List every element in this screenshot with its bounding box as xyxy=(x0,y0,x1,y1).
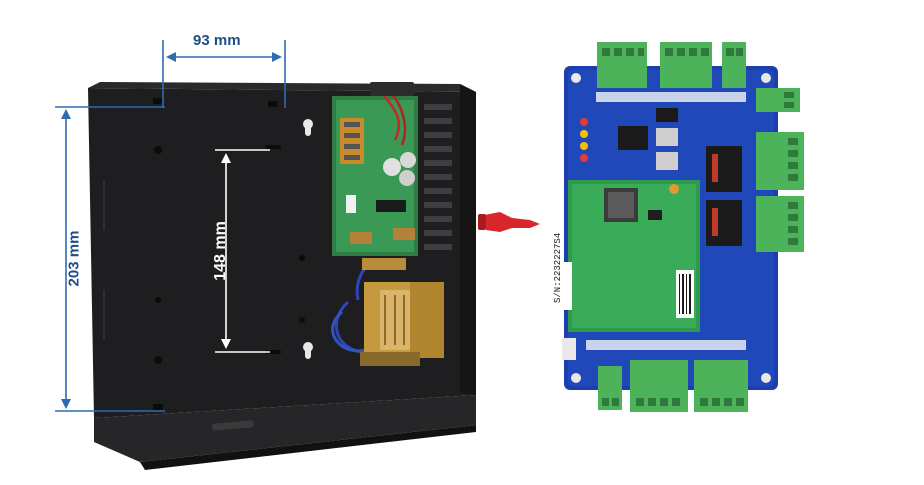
terminal-blocks-right xyxy=(756,88,804,252)
height-dimension-label: 203 mm xyxy=(65,230,83,287)
dimension-lines xyxy=(55,40,286,412)
serial-number-label: S/N:2232227S4 xyxy=(553,232,563,303)
access-control-board xyxy=(554,42,804,412)
power-supply-board xyxy=(332,82,452,256)
transformer xyxy=(331,258,444,366)
mount-spacing-label: 148 mm xyxy=(212,221,229,281)
terminal-blocks-top xyxy=(597,42,746,88)
terminal-blocks-bottom xyxy=(598,360,748,412)
mount-dimension-lines xyxy=(215,149,270,353)
width-dimension-label: 93 mm xyxy=(193,32,241,49)
status-leds xyxy=(580,118,588,162)
pointing-hand-icon xyxy=(478,212,540,232)
